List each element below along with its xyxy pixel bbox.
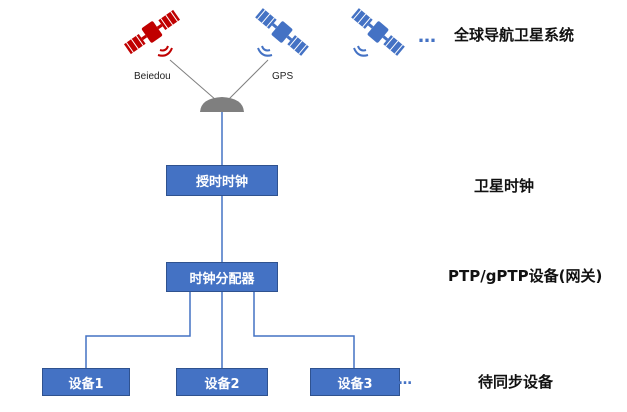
signal-waves-other xyxy=(353,45,369,57)
device-3-box: 设备3 xyxy=(310,368,400,396)
satellite-label-gps: GPS xyxy=(272,71,294,82)
signal-waves-gps xyxy=(257,45,273,57)
level-label-satellite-clock: 卫星时钟 xyxy=(474,177,535,195)
satellite-label-beidou: Beiedou xyxy=(134,71,171,82)
level-label-devices: 待同步设备 xyxy=(478,373,554,391)
connector-distributor-to-device-1 xyxy=(85,292,191,368)
antenna-icon xyxy=(200,97,244,112)
satellite-icon-beidou xyxy=(122,7,182,57)
level-label-ptp: PTP/gPTP设备(网关) xyxy=(448,267,603,285)
signal-line-gps xyxy=(227,59,269,101)
signal-line-beidou xyxy=(169,59,217,101)
connector-distributor-to-device-3 xyxy=(253,292,355,368)
device-2-box: 设备2 xyxy=(176,368,268,396)
device-1-box: 设备1 xyxy=(42,368,130,396)
signal-waves-beidou xyxy=(157,45,173,57)
satellite-icon-gps xyxy=(253,5,311,59)
more-satellites-ellipsis: … xyxy=(418,26,437,47)
timing-clock-box: 授时时钟 xyxy=(166,165,278,196)
level-label-gnss: 全球导航卫星系统 xyxy=(454,26,575,44)
satellite-icon-other xyxy=(349,5,407,59)
clock-distributor-box: 时钟分配器 xyxy=(166,262,278,292)
more-devices-ellipsis: … xyxy=(398,372,413,388)
